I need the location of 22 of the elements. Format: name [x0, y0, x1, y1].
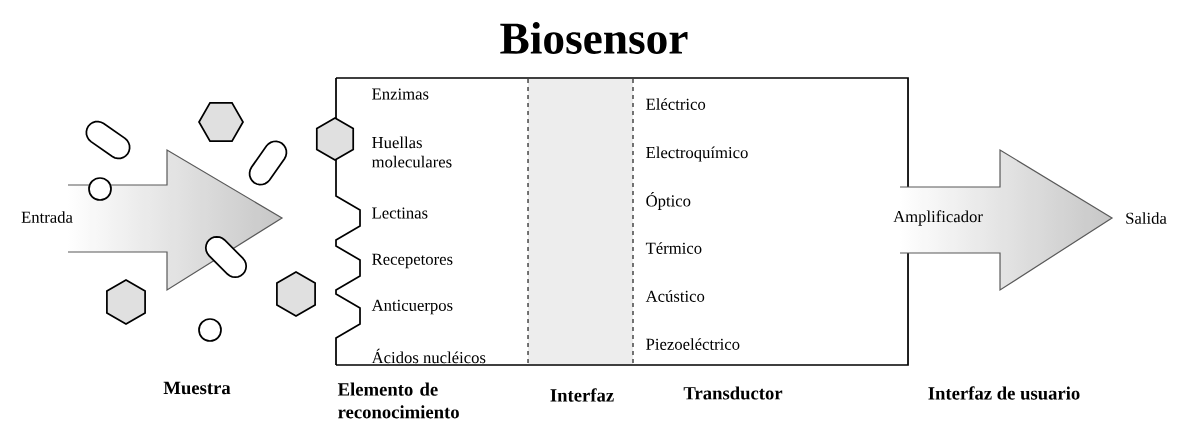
output-label: Salida	[1126, 212, 1167, 224]
list-item: Acústico	[645, 290, 705, 302]
section-heading: Transductor	[683, 386, 783, 400]
list-item: Eléctrico	[646, 98, 706, 110]
section-heading: Interfaz	[550, 388, 614, 402]
list-item: Electroquímico	[646, 146, 748, 162]
list-item: Enzimas	[372, 88, 429, 100]
list-item: Amplificador	[893, 210, 983, 226]
list-item: Piezoeléctrico	[646, 338, 740, 350]
section-heading: Interfaz de usuario	[928, 386, 1080, 400]
list-item: Ácidos nucléicos	[371, 348, 486, 364]
list-item: Recepetores	[372, 253, 453, 269]
list-item: Lectinas	[372, 207, 428, 219]
section-heading: Elemento de reconocimiento	[337, 382, 459, 419]
list-item: Anticuerpos	[371, 299, 453, 315]
list-item: Óptico	[646, 192, 691, 210]
section-heading: Muestra	[163, 381, 231, 395]
list-item: Entrada	[21, 211, 73, 223]
list-item: Térmico	[645, 242, 702, 254]
list-item: Huellas moleculares	[371, 136, 452, 168]
title: Biosensor	[500, 22, 688, 54]
interface-band	[527, 78, 634, 365]
